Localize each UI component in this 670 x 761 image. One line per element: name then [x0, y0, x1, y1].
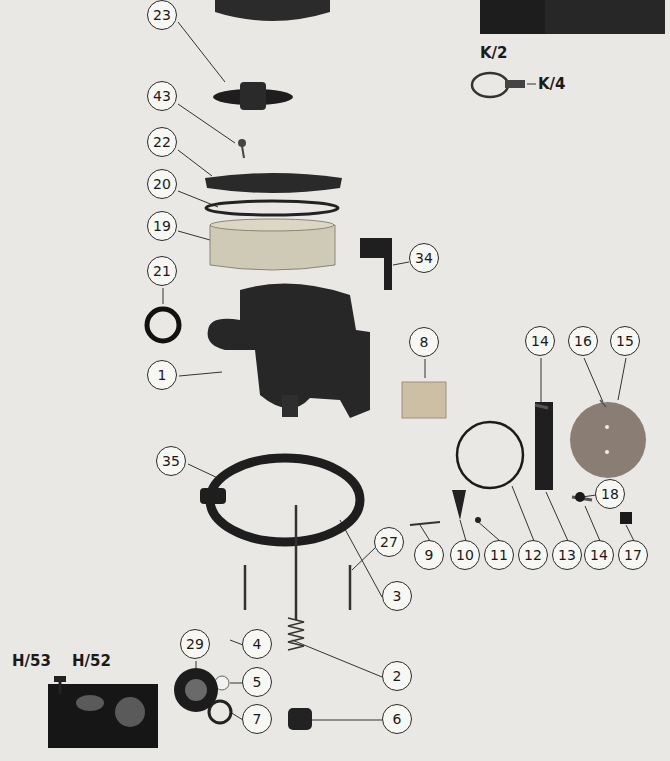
callout-circle: 21 [147, 256, 177, 286]
callout-circle: 11 [484, 540, 514, 570]
callout-number: 7 [253, 711, 262, 727]
callout-number: 22 [153, 134, 171, 150]
callout-circle: 29 [180, 629, 210, 659]
callout-circle: 15 [610, 326, 640, 356]
callout-circle: 9 [414, 540, 444, 570]
callout-number: 16 [574, 333, 592, 349]
callout-number: 3 [393, 588, 402, 604]
callout-circle: 19 [147, 211, 177, 241]
callout-number: 20 [153, 176, 171, 192]
callout-number: 34 [415, 250, 433, 266]
callout-number: 14 [590, 547, 608, 563]
callout-circle: 34 [409, 243, 439, 273]
callout-number: 21 [153, 263, 171, 279]
callout-circle: 5 [242, 667, 272, 697]
callout-number: 27 [380, 534, 398, 550]
callout-number: 35 [162, 453, 180, 469]
part-label: H/52 [72, 652, 111, 670]
callout-number: 4 [253, 636, 262, 652]
callout-number: 29 [186, 636, 204, 652]
callout-circle: 27 [374, 527, 404, 557]
callout-circle: 7 [242, 704, 272, 734]
callout-circle: 14 [525, 326, 555, 356]
callout-number: 19 [153, 218, 171, 234]
part-label: H/53 [12, 652, 51, 670]
callout-circle: 10 [450, 540, 480, 570]
callout-circle: 2 [382, 661, 412, 691]
callout-circle: 18 [595, 479, 625, 509]
callout-number: 15 [616, 333, 634, 349]
callout-circle: 14 [584, 540, 614, 570]
callout-circle: 13 [552, 540, 582, 570]
callout-circle: 35 [156, 446, 186, 476]
callout-circle: 12 [518, 540, 548, 570]
part-label: K/2 [480, 44, 508, 62]
callout-number: 5 [253, 674, 262, 690]
callout-circle: 6 [382, 704, 412, 734]
callout-circle: 23 [147, 0, 177, 30]
callout-number: 6 [393, 711, 402, 727]
callout-circle: 8 [409, 327, 439, 357]
callout-number: 43 [153, 88, 171, 104]
callout-number: 8 [420, 334, 429, 350]
callout-number: 9 [425, 547, 434, 563]
callout-number: 2 [393, 668, 402, 684]
callout-number: 14 [531, 333, 549, 349]
callout-number: 1 [158, 367, 167, 383]
callout-number: 18 [601, 486, 619, 502]
callout-number: 23 [153, 7, 171, 23]
callout-circle: 16 [568, 326, 598, 356]
callout-circle: 43 [147, 81, 177, 111]
callout-number: 17 [624, 547, 642, 563]
callout-circle: 20 [147, 169, 177, 199]
callout-number: 11 [490, 547, 508, 563]
callout-circle: 22 [147, 127, 177, 157]
callout-circle: 3 [382, 581, 412, 611]
callout-circle: 4 [242, 629, 272, 659]
callout-number: 10 [456, 547, 474, 563]
callout-number: 13 [558, 547, 576, 563]
callout-circle: 1 [147, 360, 177, 390]
part-label: K/4 [538, 75, 566, 93]
callout-number: 12 [524, 547, 542, 563]
callout-circle: 17 [618, 540, 648, 570]
